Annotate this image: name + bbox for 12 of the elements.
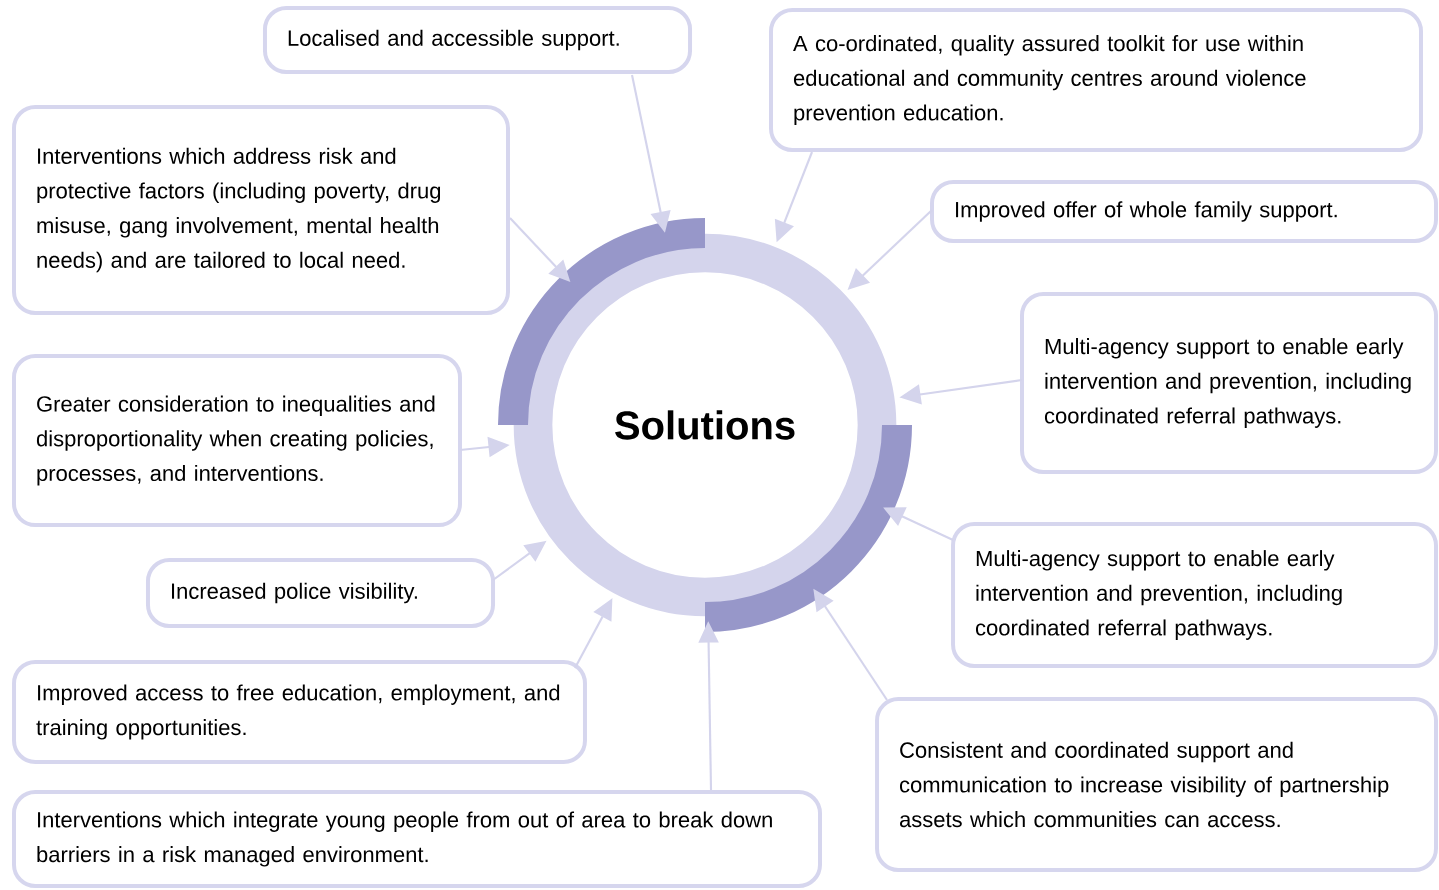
- text-box: Improved offer of whole family support.: [930, 180, 1438, 243]
- text-box: Interventions which address risk and protective factors (including poverty, drug misuse, gang involvement, mental health needs) and are tailored to local need.: [12, 105, 510, 315]
- center-ring: Solutions: [498, 218, 912, 632]
- text-box: Localised and accessible support.: [262, 6, 693, 74]
- text-box: Interventions which integrate young people from out of area to break down barriers in a risk managed environment.: [12, 790, 822, 888]
- text-box: Increased police visibility.: [145, 558, 496, 628]
- text-box: Greater consideration to inequalities and disproportionality when creating policies, processes, and interventions.: [12, 353, 462, 528]
- text-box: Consistent and coordinated support and communication to increase visibility of partnership assets which communities can access.: [875, 697, 1438, 872]
- text-box: Multi-agency support to enable early intervention and prevention, including coordinated referral pathways.: [951, 522, 1438, 668]
- text-box: Multi-agency support to enable early intervention and prevention, including coordinated referral pathways.: [1020, 292, 1438, 474]
- text-box: Improved access to free education, employment, and training opportunities.: [12, 660, 587, 764]
- text-box: A co-ordinated, quality assured toolkit for use within educational and community centres around violence prevention education.: [769, 8, 1423, 152]
